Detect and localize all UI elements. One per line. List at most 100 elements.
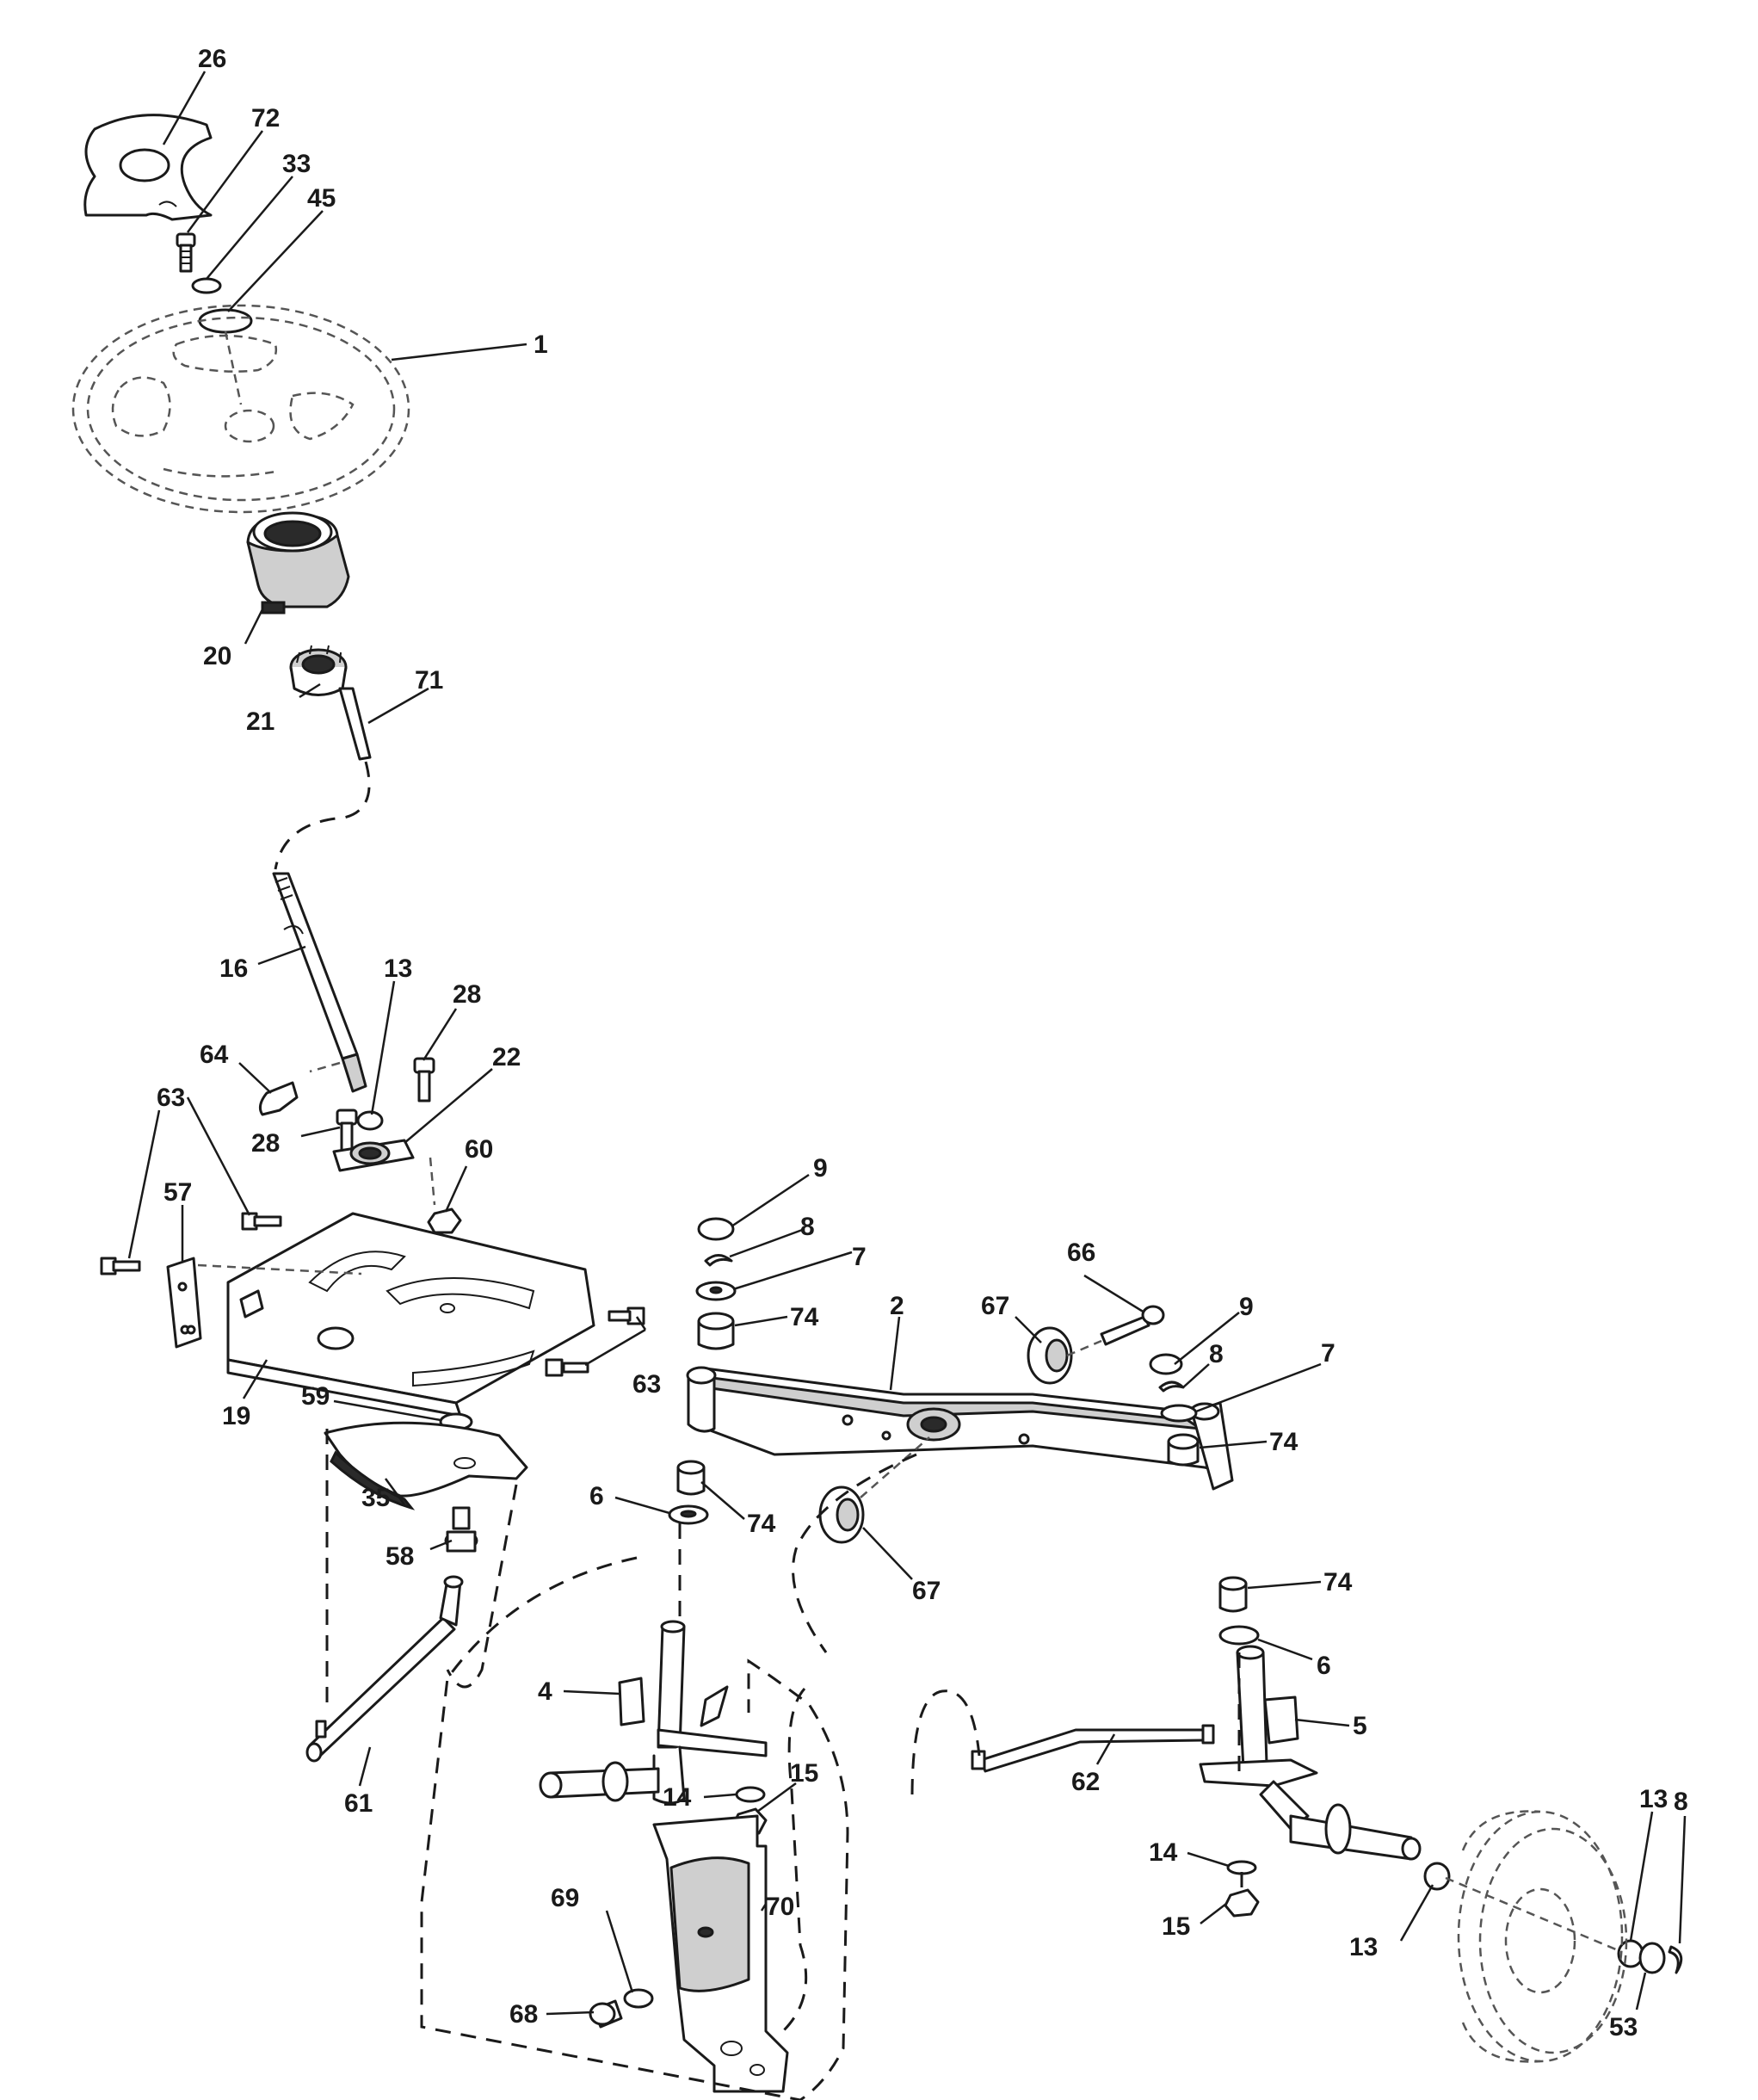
- washer-45: [198, 308, 253, 334]
- callout-21: 21: [246, 707, 274, 736]
- bushing-74-b: [1167, 1433, 1200, 1467]
- washer-14-left: [735, 1786, 766, 1803]
- callout-74-c: 74: [747, 1510, 776, 1538]
- callout-2: 2: [890, 1292, 904, 1320]
- washer-6-right: [1218, 1625, 1260, 1646]
- callout-20: 20: [203, 642, 231, 670]
- column-cover: [246, 511, 350, 615]
- callout-4: 4: [538, 1677, 552, 1706]
- callout-63-right: 63: [632, 1370, 661, 1399]
- bolt-58: [444, 1506, 478, 1553]
- washer-14-right: [1226, 1860, 1257, 1875]
- callout-15-left: 15: [790, 1759, 818, 1788]
- bolt-28-lower: [336, 1109, 358, 1152]
- callout-13-outer: 13: [1639, 1785, 1668, 1813]
- callout-45: 45: [307, 184, 336, 213]
- bolt-63-c: [608, 1306, 645, 1325]
- cap-9-left: [697, 1217, 735, 1241]
- bracket-plate-57: [166, 1257, 202, 1349]
- callout-9-left: 9: [813, 1154, 828, 1183]
- callout-19: 19: [222, 1402, 250, 1430]
- callout-35: 35: [361, 1484, 390, 1512]
- callout-59: 59: [301, 1382, 330, 1411]
- pivot-bushing-67-lower: [818, 1485, 865, 1544]
- bolt-66: [1100, 1305, 1165, 1346]
- callout-8-wheel: 8: [1674, 1788, 1688, 1816]
- steering-wheel-cap: [83, 114, 213, 221]
- front-wheel: [1457, 1810, 1628, 2063]
- callout-33: 33: [282, 150, 311, 178]
- bolt-63-d: [545, 1358, 589, 1377]
- callout-5: 5: [1353, 1712, 1367, 1740]
- screw-72: [176, 232, 196, 273]
- spindle-right: [1199, 1645, 1422, 1861]
- retainer-8-wheel: [1668, 1945, 1683, 1974]
- callout-22: 22: [492, 1043, 521, 1072]
- callout-71: 71: [415, 666, 443, 695]
- sector-gear: [324, 1421, 528, 1510]
- callout-labels: 26 72 33 45 1 20 21 71 16 13 28 64 22 63…: [157, 45, 1688, 2041]
- callout-16: 16: [219, 954, 248, 983]
- callout-7-left: 7: [852, 1243, 867, 1271]
- leader-lines: [127, 71, 1687, 2016]
- washer-13-upper: [356, 1110, 384, 1131]
- callout-7-right: 7: [1321, 1339, 1335, 1368]
- callout-1: 1: [534, 330, 548, 359]
- callout-62: 62: [1071, 1768, 1100, 1796]
- bushing-74-d: [1218, 1576, 1248, 1613]
- callout-6-right: 6: [1317, 1652, 1331, 1680]
- callout-9-right: 9: [1239, 1293, 1254, 1321]
- retainer-8-left: [704, 1254, 733, 1267]
- washer-13-lower: [1423, 1862, 1451, 1891]
- retainer-8-right: [1158, 1380, 1185, 1393]
- callout-69: 69: [551, 1884, 579, 1912]
- callout-61: 61: [344, 1789, 373, 1818]
- callout-6-left: 6: [589, 1482, 604, 1510]
- front-axle: [686, 1366, 1234, 1491]
- callout-8-left: 8: [800, 1213, 815, 1241]
- washer-7-right: [1160, 1404, 1198, 1423]
- tie-rod: [971, 1724, 1215, 1773]
- bolt-63-b: [100, 1257, 141, 1275]
- callout-60: 60: [465, 1135, 493, 1164]
- drag-link: [305, 1575, 464, 1763]
- callout-66: 66: [1067, 1238, 1095, 1267]
- callout-13-upper: 13: [384, 954, 412, 983]
- callout-67-upper: 67: [981, 1292, 1009, 1320]
- mounting-plate: [226, 1212, 595, 1418]
- callout-64: 64: [200, 1041, 229, 1069]
- callout-58: 58: [386, 1542, 414, 1571]
- steering-shaft: [272, 872, 367, 1093]
- callout-15-right: 15: [1162, 1912, 1190, 1941]
- washer-53: [1638, 1942, 1666, 1974]
- cap-9-right: [1149, 1353, 1183, 1375]
- bolt-68: [589, 1999, 623, 2029]
- callout-74-d: 74: [1323, 1568, 1353, 1597]
- spindle-left: [539, 1620, 768, 1805]
- callout-63-left: 63: [157, 1084, 185, 1112]
- bolt-28-upper: [413, 1057, 435, 1102]
- bushing-21: [289, 645, 348, 696]
- washer-69: [623, 1988, 654, 2009]
- callout-26: 26: [198, 45, 226, 73]
- pin-71: [338, 687, 372, 761]
- bearing-plate: [332, 1139, 415, 1172]
- callout-74-b: 74: [1269, 1428, 1298, 1456]
- callout-28-lower: 28: [251, 1129, 280, 1158]
- callout-8-right: 8: [1209, 1340, 1224, 1368]
- callout-72: 72: [251, 104, 280, 133]
- callout-14-right: 14: [1149, 1838, 1178, 1867]
- callout-70: 70: [766, 1893, 794, 1921]
- callout-28-upper: 28: [453, 980, 481, 1009]
- callout-14-left: 14: [663, 1783, 692, 1812]
- callout-13-lower: 13: [1349, 1933, 1378, 1961]
- bolt-63-a: [241, 1212, 282, 1231]
- callout-74-a: 74: [790, 1303, 819, 1331]
- bushing-74-a: [697, 1312, 735, 1350]
- bracket-64: [258, 1081, 299, 1116]
- steering-wheel: [71, 304, 410, 514]
- nut-15-right: [1224, 1888, 1260, 1918]
- bracket-70: [652, 1814, 789, 2093]
- washer-33: [191, 277, 222, 294]
